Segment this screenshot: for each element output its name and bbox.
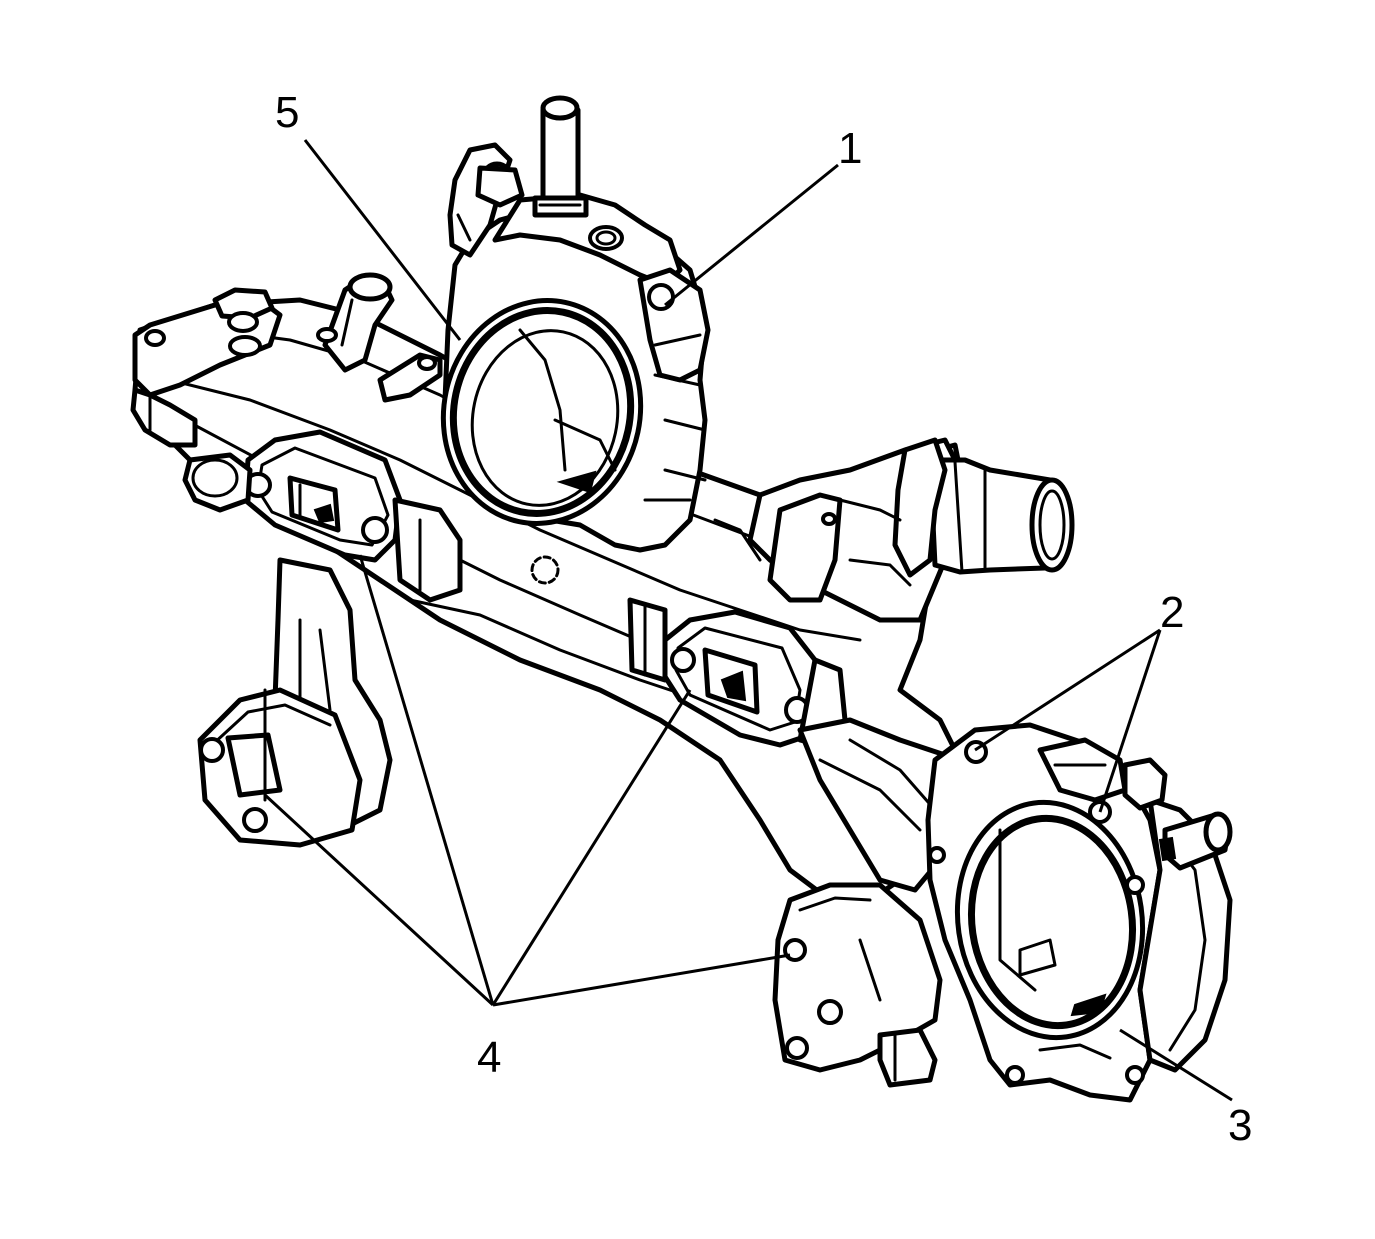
right-lower-mount: [772, 882, 943, 1088]
leader-4d: [492, 953, 791, 1007]
callout-2: 2: [1160, 588, 1184, 637]
leader-5: [303, 139, 462, 341]
leader-4a: [263, 793, 495, 1007]
callout-labels: 1 2 3 4 5: [275, 88, 1252, 1150]
leader-4b: [358, 554, 495, 1006]
outlet-pipe: [713, 437, 1075, 623]
leader-2a: [974, 628, 1161, 752]
callout-4: 4: [477, 1033, 501, 1082]
lower-port-flange: [797, 717, 1233, 1103]
left-lower-mount: [197, 557, 393, 848]
leader-1: [664, 163, 839, 307]
leader-4c: [491, 689, 692, 1006]
callout-5: 5: [275, 88, 299, 137]
leader-lines: [263, 139, 1233, 1102]
callout-3: 3: [1228, 1101, 1252, 1150]
callout-1: 1: [838, 124, 862, 173]
upper-port-flange: [440, 95, 711, 553]
leader-3: [1119, 1028, 1233, 1102]
leader-2b: [1098, 629, 1162, 813]
left-gasket-flange: [182, 429, 463, 603]
